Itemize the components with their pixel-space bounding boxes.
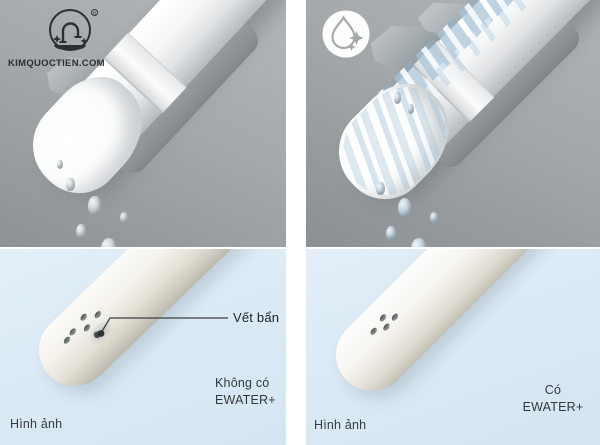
stain-callout-label: Vết bẩn — [233, 310, 280, 325]
caption-line: Không có — [215, 376, 270, 390]
caption-line: Có — [544, 383, 562, 397]
nozzle-hole — [378, 313, 388, 323]
water-droplet — [376, 182, 385, 195]
brand-watermark: R KIMQUOCTIEN.COM — [8, 6, 118, 69]
water-droplet — [88, 196, 101, 215]
water-droplet — [408, 104, 414, 114]
caption-line: EWATER+ — [522, 400, 584, 414]
water-droplet — [101, 238, 116, 247]
water-droplet — [411, 238, 426, 247]
water-droplet — [386, 226, 396, 240]
water-droplet — [120, 212, 128, 223]
photo-type-caption: Hình ảnh — [10, 417, 63, 431]
illustration-panel-without-ewater: Vết bẩn Không có EWATER+ Hình ảnh — [0, 249, 286, 445]
water-droplet — [76, 224, 86, 238]
water-droplet — [57, 160, 63, 169]
caption-without-ewater: Không có EWATER+ — [215, 375, 276, 409]
photo-panel-with-ewater — [306, 0, 600, 247]
nozzle-hole — [390, 312, 400, 322]
water-droplet — [398, 198, 411, 217]
callout-line — [97, 317, 228, 337]
watermark-text: KIMQUOCTIEN.COM — [8, 58, 105, 69]
nozzle-hole — [382, 322, 391, 332]
photo-type-caption: Hình ảnh — [314, 418, 367, 432]
faucet-logo-icon: R — [8, 9, 104, 56]
registered-mark: R — [93, 10, 97, 15]
illustration-panel-with-ewater: Có EWATER+ Hình ảnh — [306, 249, 600, 445]
water-droplet — [66, 178, 75, 191]
caption-line: EWATER+ — [215, 393, 276, 407]
nozzle-hole — [369, 326, 379, 337]
water-drop-sparkle-icon — [322, 10, 370, 63]
photo-panel-without-ewater: R KIMQUOCTIEN.COM — [0, 0, 286, 247]
caption-with-ewater: Có EWATER+ — [500, 382, 600, 416]
water-droplet — [394, 92, 401, 104]
water-droplet — [430, 212, 438, 223]
